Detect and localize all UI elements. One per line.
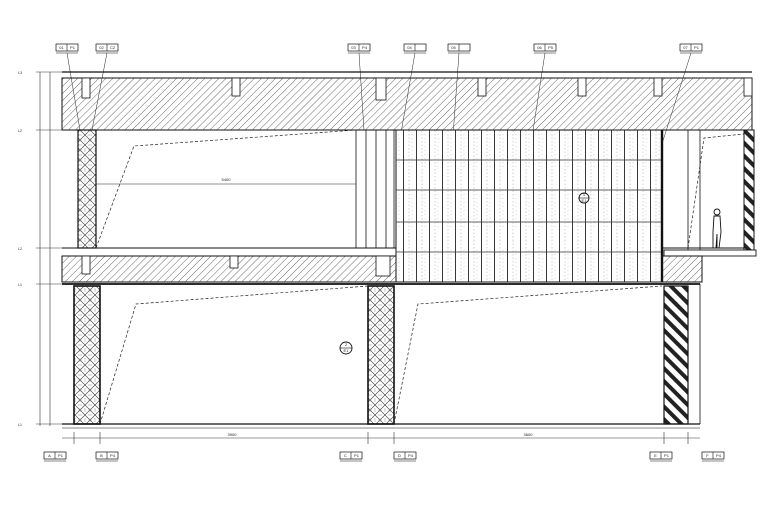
svg-text:05: 05 [451,45,456,50]
svg-text:1: 1 [583,192,586,197]
svg-text:2: 2 [345,342,348,347]
right-upper-frame [687,130,701,250]
human-figure [712,208,722,249]
bottom-left-dim: 3900 [228,432,238,437]
section-marker-lower: 2 E1 [339,341,353,355]
svg-text:L1: L1 [18,283,22,287]
bottom-callout-5: E P1 [649,451,673,462]
svg-text:P4: P4 [408,453,414,458]
bottom-right-dim: 3600 [524,432,534,437]
svg-text:L2: L2 [18,129,22,133]
svg-text:P1: P1 [664,453,670,458]
middle-beams [81,255,391,277]
bottom-callout-3: C P1 [339,451,363,462]
right-lower-hatched-wall [663,285,689,425]
bottom-callout-4: D P4 [393,451,417,462]
section-marker-upper: 1 E1 [578,192,590,204]
middle-slab [61,255,397,283]
slat-panel-rails [396,159,662,253]
svg-text:E1: E1 [344,348,350,353]
svg-text:01: 01 [59,45,64,50]
svg-text:P1: P1 [70,45,76,50]
right-upper-hatched-wall [743,129,755,251]
level-labels: L3 L2 L2 L1 L1 [18,71,22,427]
lower-leaders [99,285,663,425]
svg-text:C2: C2 [110,45,116,50]
svg-text:P1: P1 [354,453,360,458]
svg-text:F: F [706,453,709,458]
svg-text:E1: E1 [582,198,588,203]
bottom-callout-6: F P4 [701,451,725,462]
svg-text:02: 02 [99,45,104,50]
upper-ceiling-slab [61,77,753,131]
ceiling-beams [81,77,753,101]
bottom-callout-1: A P1 [43,451,67,462]
balcony-slab [663,249,757,257]
svg-text:03: 03 [351,45,356,50]
svg-text:P1: P1 [694,45,700,50]
left-dimension-chain [36,71,62,426]
svg-text:D: D [398,453,401,458]
svg-text:L3: L3 [18,71,22,75]
svg-text:P1: P1 [58,453,64,458]
bottom-dimension-chain [62,432,700,444]
upper-span-label: 5400 [222,177,232,182]
bottom-callout-2: B P4 [95,451,119,462]
svg-text:C: C [344,453,347,458]
svg-text:L2: L2 [18,247,22,251]
svg-text:B: B [100,453,103,458]
svg-text:06: 06 [537,45,542,50]
svg-text:07: 07 [683,45,688,50]
svg-text:P4: P4 [362,45,368,50]
svg-text:P4: P4 [716,453,722,458]
svg-text:P4: P4 [110,453,116,458]
svg-text:04: 04 [407,45,412,50]
bottom-callouts: A P1 B P4 C P1 D P4 E P1 F P4 [43,451,725,462]
svg-text:A: A [48,453,51,458]
slat-panel [395,129,663,283]
upper-leaders [95,129,745,249]
middle-slab-right [661,255,703,283]
svg-text:L1: L1 [18,423,22,427]
svg-text:E: E [654,453,657,458]
svg-text:P5: P5 [548,45,554,50]
left-lower-column [73,285,101,425]
mid-lower-column [367,285,395,425]
mid-upper-column [355,130,395,248]
left-upper-column [77,129,97,249]
